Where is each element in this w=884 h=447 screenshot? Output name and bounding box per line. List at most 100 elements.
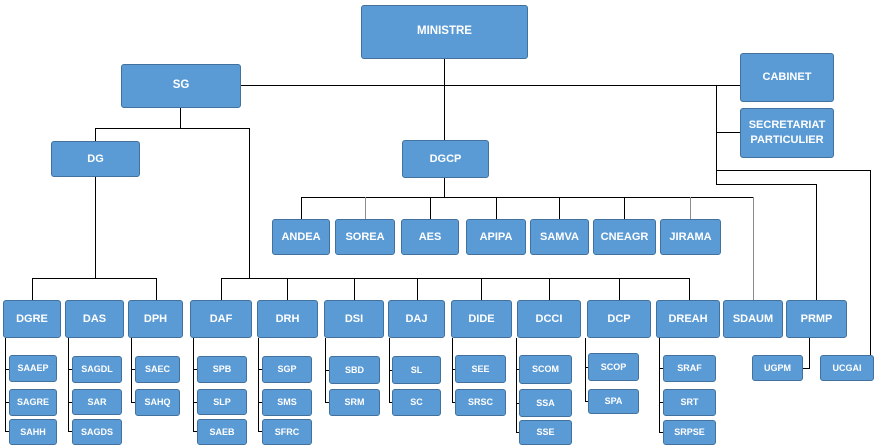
connector-line: [444, 59, 445, 140]
connector-line: [496, 197, 497, 219]
connector-line: [68, 338, 69, 432]
direction-box: DGRE: [3, 300, 61, 338]
service-box: SMS: [262, 389, 312, 416]
prmp-unit-box: UGPM: [752, 355, 803, 381]
service-box: SCOP: [588, 353, 639, 381]
direction-box: DAJ: [388, 300, 445, 338]
sdaum-box: SDAUM: [723, 300, 783, 338]
connector-line: [131, 369, 135, 370]
connector-line: [258, 431, 262, 432]
connector-line: [32, 278, 33, 300]
connector-line: [258, 402, 262, 403]
service-box: SRSC: [455, 389, 506, 416]
service-box: SAGDS: [72, 419, 122, 445]
connector-line: [389, 402, 392, 403]
direction-box: DCP: [587, 300, 651, 338]
connector-line: [287, 278, 288, 300]
connector-line: [249, 128, 250, 278]
service-box: SPA: [588, 389, 639, 414]
agency-box: CNEAGR: [593, 219, 656, 255]
connector-line: [549, 278, 550, 300]
connector-line: [659, 338, 660, 433]
connector-line: [481, 278, 482, 300]
connector-line: [5, 402, 9, 403]
service-box: SAHH: [9, 419, 57, 445]
connector-line: [193, 402, 197, 403]
connector-line: [258, 369, 262, 370]
connector-line: [559, 197, 560, 219]
service-box: SAEC: [135, 356, 180, 383]
agency-box: SAMVA: [530, 219, 589, 255]
service-box: SCOM: [519, 355, 572, 384]
service-box: SLP: [197, 389, 247, 415]
connector-line: [870, 170, 871, 355]
agency-box: APIPA: [466, 219, 526, 255]
connector-line: [585, 401, 588, 402]
connector-line: [716, 85, 717, 184]
connector-line: [301, 197, 754, 198]
connector-line: [659, 368, 663, 369]
connector-line: [452, 369, 455, 370]
service-box: SC: [392, 389, 441, 416]
connector-line: [753, 197, 754, 300]
service-box: SRT: [663, 389, 716, 416]
connector-line: [131, 402, 135, 403]
connector-line: [716, 170, 871, 171]
service-box: SAAEP: [9, 355, 57, 382]
connector-line: [624, 197, 625, 219]
service-box: SL: [392, 356, 441, 384]
connector-line: [95, 177, 96, 278]
cabinet-box: CABINET: [740, 53, 834, 102]
connector-line: [221, 278, 222, 300]
service-box: SRAF: [663, 355, 716, 382]
service-box: SGP: [262, 356, 312, 383]
connector-line: [5, 338, 6, 432]
agency-box: AES: [401, 219, 459, 255]
direction-box: DREAH: [656, 300, 720, 338]
connector-line: [156, 278, 157, 300]
connector-line: [809, 338, 810, 369]
connector-line: [430, 197, 431, 219]
direction-box: DCCI: [517, 300, 581, 338]
connector-line: [690, 197, 691, 219]
service-box: SBD: [329, 356, 380, 384]
ministre-box: MINISTRE: [361, 5, 528, 59]
direction-box: DAS: [65, 300, 124, 338]
service-box: SAGRE: [9, 389, 57, 416]
connector-line: [452, 338, 453, 403]
direction-box: DRH: [257, 300, 318, 338]
connector-line: [95, 128, 250, 129]
agency-box: JIRAMA: [660, 219, 721, 255]
direction-box: DIDE: [451, 300, 512, 338]
connector-line: [32, 278, 157, 279]
connector-line: [516, 432, 519, 433]
direction-box: DAF: [190, 300, 252, 338]
service-box: SFRC: [262, 419, 312, 445]
service-box: SRM: [329, 389, 380, 416]
connector-line: [389, 370, 392, 371]
direction-box: DSI: [324, 300, 384, 338]
connector-line: [516, 403, 519, 404]
connector-line: [659, 432, 663, 433]
connector-line: [689, 278, 690, 300]
connector-line: [659, 402, 663, 403]
connector-line: [68, 369, 72, 370]
service-box: SAEB: [197, 419, 247, 445]
connector-line: [803, 368, 810, 369]
connector-line: [619, 278, 620, 300]
connector-line: [417, 278, 418, 300]
connector-line: [365, 197, 366, 219]
connector-line: [301, 197, 302, 219]
connector-line: [585, 338, 586, 402]
service-box: SSE: [519, 420, 572, 445]
agency-box: ANDEA: [272, 219, 330, 255]
connector-line: [585, 367, 588, 368]
connector-line: [180, 108, 181, 128]
service-box: SAR: [72, 389, 122, 415]
connector-line: [716, 184, 816, 185]
connector-line: [95, 128, 96, 141]
direction-box: DPH: [128, 300, 183, 338]
service-box: SRPSE: [663, 420, 716, 445]
connector-line: [68, 431, 72, 432]
